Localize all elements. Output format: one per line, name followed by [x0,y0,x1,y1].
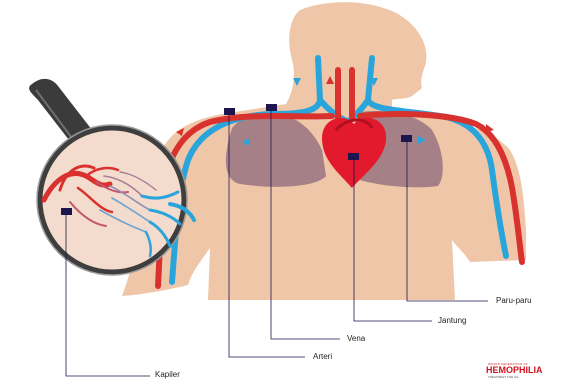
label-kapiler: Kapiler [155,370,180,379]
marker-jantung [348,153,359,160]
marker-vena [266,104,277,111]
label-vena: Vena [347,334,365,343]
label-jantung: Jantung [438,316,466,325]
logo-bottom-text: TREATMENT FOR ALL [488,375,519,379]
marker-paru-paru [401,135,412,142]
logo-main-text: HEMOPHILIA [486,365,543,375]
marker-arteri [224,108,235,115]
hemophilia-logo: WORLD FEDERATION OF HEMOPHILIA TREATMENT… [480,362,588,379]
magnifier-lens [40,128,184,272]
arrow-right-icon [486,124,494,132]
label-paru-paru: Paru-paru [496,296,532,305]
human-body-silhouette [122,2,526,300]
label-arteri: Arteri [313,352,332,361]
marker-kapiler [61,208,72,215]
